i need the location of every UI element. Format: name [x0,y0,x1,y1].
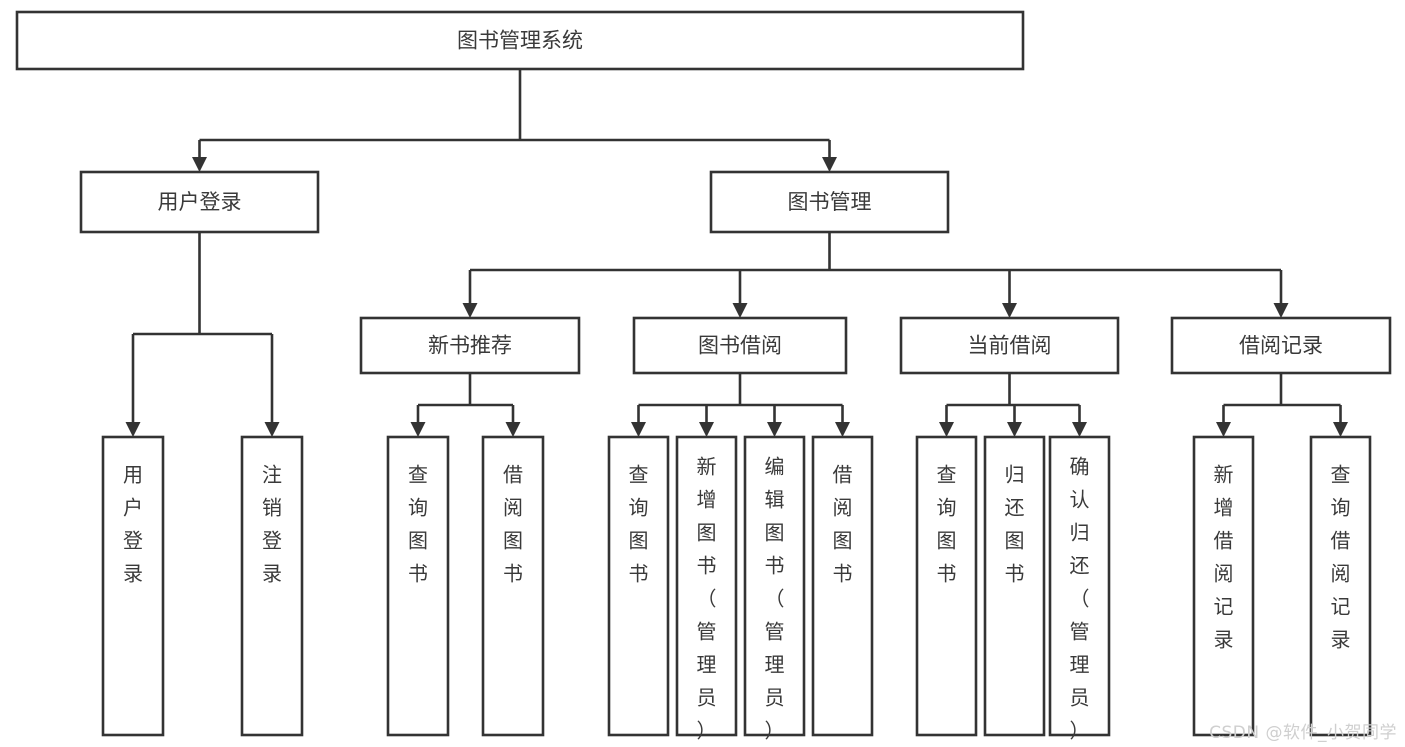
node-leaf-borrow-book-2-label: 借阅图书 [833,462,853,585]
node-leaf-edit-book-label: 编辑图书（管理员） [765,454,785,742]
node-leaf-add-book-label: 新增图书（管理员） [697,454,717,742]
node-leaf-user-login[interactable]: 用户登录 [101,435,165,737]
node-layer: 图书管理系统用户登录图书管理新书推荐图书借阅当前借阅借阅记录用户登录注销登录查询… [15,10,1392,742]
node-leaf-add-book-box[interactable] [675,435,738,737]
node-leaf-edit-book-box[interactable] [743,435,806,737]
node-leaf-confirm-return-box[interactable] [1048,435,1111,737]
node-leaf-return-book-box[interactable] [983,435,1046,737]
user-login-to-leaves-arrowhead-0 [125,422,141,437]
node-leaf-add-borrow-record-box[interactable] [1192,435,1255,737]
book-borrow-to-leaves-arrowhead-3 [835,422,850,437]
node-book-manage-box[interactable] [709,170,950,234]
borrow-record-to-leaves-arrowhead-1 [1333,422,1348,437]
node-leaf-add-borrow-record-label: 新增借阅记录 [1214,462,1234,651]
node-book-manage[interactable]: 图书管理 [709,170,950,234]
node-leaf-query-borrow-record-label: 查询借阅记录 [1331,462,1351,651]
node-book-borrow-box[interactable] [632,316,848,375]
node-current-borrow-label: 当前借阅 [968,334,1052,358]
current-borrow-to-leaves-arrowhead-2 [1072,422,1087,437]
node-user-login-label: 用户登录 [158,190,242,214]
node-leaf-query-book-1-box[interactable] [386,435,450,737]
node-book-manage-label: 图书管理 [788,190,872,214]
node-leaf-return-book-label: 归还图书 [1005,462,1025,585]
node-leaf-query-borrow-record[interactable]: 查询借阅记录 [1309,435,1372,737]
node-leaf-query-book-2-box[interactable] [607,435,670,737]
node-leaf-edit-book[interactable]: 编辑图书（管理员） [743,435,806,742]
node-leaf-query-book-3-box[interactable] [915,435,978,737]
node-leaf-query-book-2[interactable]: 查询图书 [607,435,670,737]
node-root-system[interactable]: 图书管理系统 [15,10,1025,71]
node-leaf-query-book-3[interactable]: 查询图书 [915,435,978,737]
book-borrow-to-leaves-arrowhead-1 [699,422,714,437]
current-borrow-to-leaves-arrowhead-1 [1007,422,1022,437]
node-new-book-recommend-label: 新书推荐 [428,334,512,358]
node-leaf-confirm-return[interactable]: 确认归还（管理员） [1048,435,1111,742]
book-manage-to-level3-arrowhead-2 [1002,303,1017,318]
root-to-level2-arrowhead-1 [822,157,837,172]
node-leaf-logout[interactable]: 注销登录 [240,435,304,737]
node-leaf-add-borrow-record[interactable]: 新增借阅记录 [1192,435,1255,737]
node-leaf-borrow-book-1-label: 借阅图书 [503,462,523,585]
node-leaf-query-book-1[interactable]: 查询图书 [386,435,450,737]
current-borrow-to-leaves-arrowhead-0 [939,422,954,437]
node-leaf-user-login-label: 用户登录 [123,462,143,585]
node-leaf-query-borrow-record-box[interactable] [1309,435,1372,737]
node-leaf-add-book[interactable]: 新增图书（管理员） [675,435,738,742]
node-leaf-borrow-book-2-box[interactable] [811,435,874,737]
node-leaf-confirm-return-label: 确认归还（管理员） [1070,454,1090,742]
node-book-borrow[interactable]: 图书借阅 [632,316,848,375]
node-leaf-query-book-3-label: 查询图书 [937,462,957,585]
node-leaf-query-book-2-label: 查询图书 [629,462,649,585]
node-leaf-logout-box[interactable] [240,435,304,737]
node-borrow-record[interactable]: 借阅记录 [1170,316,1392,375]
new-book-recommend-to-leaves-arrowhead-1 [505,422,521,437]
book-manage-to-level3-arrowhead-1 [732,303,748,318]
user-login-to-leaves-arrowhead-1 [264,422,280,437]
node-borrow-record-box[interactable] [1170,316,1392,375]
node-current-borrow[interactable]: 当前借阅 [899,316,1120,375]
edge-layer [125,69,1348,437]
node-user-login-box[interactable] [79,170,320,234]
node-borrow-record-label: 借阅记录 [1239,334,1323,358]
node-leaf-return-book[interactable]: 归还图书 [983,435,1046,737]
book-manage-to-level3-arrowhead-0 [462,303,478,318]
node-new-book-recommend-box[interactable] [359,316,581,375]
new-book-recommend-to-leaves-arrowhead-0 [410,422,426,437]
book-borrow-to-leaves-arrowhead-2 [767,422,782,437]
node-leaf-borrow-book-1-box[interactable] [481,435,545,737]
borrow-record-to-leaves-arrowhead-0 [1216,422,1231,437]
node-current-borrow-box[interactable] [899,316,1120,375]
node-user-login[interactable]: 用户登录 [79,170,320,234]
book-manage-to-level3-arrowhead-3 [1273,303,1289,318]
node-leaf-borrow-book-1[interactable]: 借阅图书 [481,435,545,737]
node-leaf-user-login-box[interactable] [101,435,165,737]
root-to-level2-arrowhead-0 [192,157,207,172]
node-book-borrow-label: 图书借阅 [698,334,782,358]
node-leaf-borrow-book-2[interactable]: 借阅图书 [811,435,874,737]
node-leaf-logout-label: 注销登录 [262,462,282,585]
node-leaf-query-book-1-label: 查询图书 [408,462,428,585]
node-root-system-label: 图书管理系统 [457,29,583,53]
book-borrow-to-leaves-arrowhead-0 [631,422,646,437]
node-root-system-box[interactable] [15,10,1025,71]
node-new-book-recommend[interactable]: 新书推荐 [359,316,581,375]
